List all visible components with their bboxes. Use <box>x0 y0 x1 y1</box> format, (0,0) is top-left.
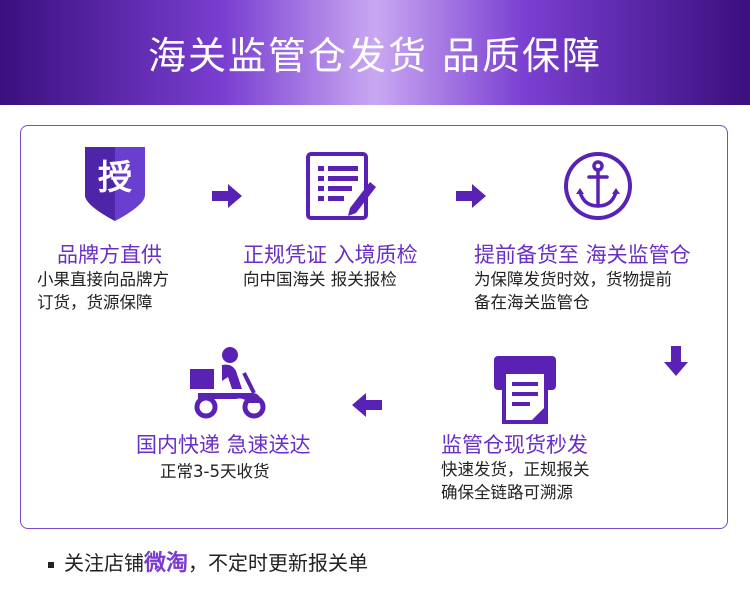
step-desc-bonded-warehouse-line1: 为保障发货时效，货物提前 <box>474 270 672 289</box>
delivery-scooter-icon <box>190 347 266 419</box>
arrow-right-icon <box>212 184 242 208</box>
step-desc-customs-inspection-line1: 向中国海关 报关报检 <box>243 270 397 289</box>
anchor-icon <box>564 152 632 220</box>
step-title-domestic-express: 国内快递 急速送达 <box>136 433 311 457</box>
step-title-customs-inspection: 正规凭证 入境质检 <box>243 243 418 267</box>
step-desc-brand-direct-line1: 小果直接向品牌方 <box>37 270 169 289</box>
arrow-left-icon <box>352 393 382 417</box>
step-desc-domestic-express-line1: 正常3-5天收货 <box>160 462 270 481</box>
authorization-badge-icon: 授 <box>85 147 145 221</box>
step-desc-bonded-warehouse-line2: 备在海关监管仓 <box>474 293 590 312</box>
document-pen-icon <box>306 152 376 220</box>
header-banner: 海关监管仓发货 品质保障 <box>0 0 750 105</box>
step-desc-brand-direct-line2: 订货，货源保障 <box>37 293 153 312</box>
step-desc-instant-shipping-line1: 快速发货，正规报关 <box>441 460 590 479</box>
step-title-brand-direct: 品牌方直供 <box>57 243 162 267</box>
step-title-instant-shipping: 监管仓现货秒发 <box>441 433 588 457</box>
arrow-right-icon <box>456 184 486 208</box>
arrow-down-icon <box>664 346 688 376</box>
printer-icon <box>494 356 556 424</box>
badge-char: 授 <box>98 158 132 198</box>
footer-prefix: 关注店铺 <box>64 551 144 575</box>
weitao-link[interactable]: 微淘 <box>144 551 189 576</box>
step-desc-instant-shipping-line2: 确保全链路可溯源 <box>441 483 573 502</box>
page-title: 海关监管仓发货 品质保障 <box>147 34 603 78</box>
footer-notice: 关注店铺微淘，不定时更新报关单 <box>48 545 368 577</box>
bullet-dot <box>48 561 54 568</box>
step-title-bonded-warehouse: 提前备货至 海关监管仓 <box>474 243 691 267</box>
footer-suffix: ，不定时更新报关单 <box>188 551 369 575</box>
